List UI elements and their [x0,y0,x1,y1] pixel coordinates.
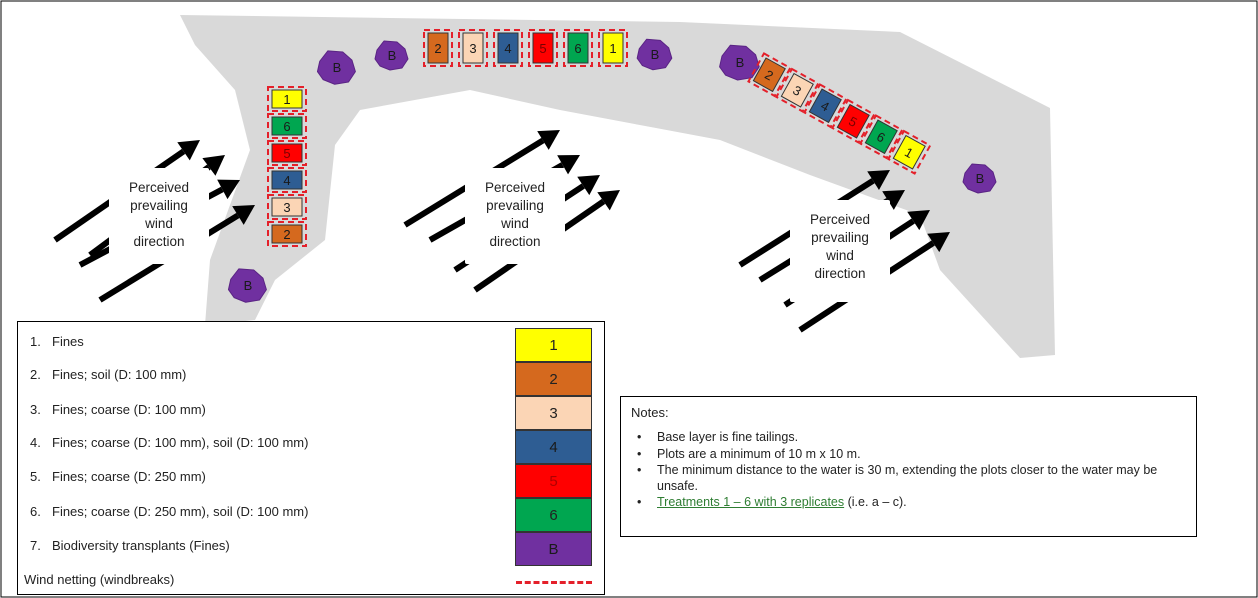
plot-label: 4 [283,173,290,188]
plot-6: 6 [267,113,307,139]
note-suffix: (i.e. a – c). [844,495,907,509]
plot-3: 3 [775,67,820,113]
wind-label-line: wind [500,216,529,231]
legend-item-5: 5.Fines; coarse (D: 250 mm) [30,469,206,484]
wind-label-line: direction [489,234,540,249]
plot-strip-left: 1 6 5 4 3 2 [267,86,307,247]
biodiversity-label: B [651,47,660,62]
swatch-4: 4 [515,430,592,464]
swatch-1: 1 [515,328,592,362]
wind-label-line: direction [814,266,865,281]
biodiversity-label: B [244,278,253,293]
swatch-3: 3 [515,396,592,430]
biodiversity-label: B [736,55,745,70]
biodiversity-label: B [333,60,342,75]
plot-strip-top: 2 3 4 5 6 1 [423,29,628,67]
plot-3: 3 [267,194,307,220]
wind-label-1: Perceived prevailing wind direction [109,168,209,264]
swatch-5: 5 [515,464,592,498]
plot-label: 3 [469,41,476,56]
wind-label-line: wind [825,248,854,263]
legend-item-wind-netting: Wind netting (windbreaks) [24,572,175,587]
plot-1: 1 [887,129,932,175]
notes-panel: Notes: Base layer is fine tailings. Plot… [620,396,1197,537]
legend-item-4: 4.Fines; coarse (D: 100 mm), soil (D: 10… [30,435,309,450]
legend-item-2: 2.Fines; soil (D: 100 mm) [30,367,187,382]
plot-label: 6 [283,119,290,134]
note-item: Plots are a minimum of 10 m x 10 m. [635,447,1180,463]
plot-2: 2 [267,221,307,247]
notes-title: Notes: [631,405,669,420]
plot-label: 1 [609,41,616,56]
wind-label-2: Perceived prevailing wind direction [465,168,565,264]
biodiversity-marker-5: B [962,163,997,194]
legend-item-6: 6.Fines; coarse (D: 250 mm), soil (D: 10… [30,504,309,519]
plot-2: 2 [423,29,453,67]
wind-label-line: Perceived [810,212,870,227]
plot-4: 4 [267,167,307,193]
wind-label-line: prevailing [811,230,869,245]
wind-labels: PerceivedprevailingwinddirectionPerceive… [109,168,890,302]
plot-label: 2 [434,41,441,56]
biodiversity-marker-2: B [374,40,409,71]
legend-item-3: 3.Fines; coarse (D: 100 mm) [30,402,206,417]
wind-label-line: direction [133,234,184,249]
note-item: Treatments 1 – 6 with 3 replicates (i.e.… [635,495,1180,511]
plot-3: 3 [458,29,488,67]
biodiversity-marker-3: B [636,38,673,71]
biodiversity-marker-1: B [316,50,356,85]
swatch-b: B [515,532,592,566]
biodiversity-marker-4: B [719,44,760,81]
wind-label-line: Perceived [129,180,189,195]
wind-label-line: wind [144,216,173,231]
plot-1: 1 [267,86,307,112]
plot-label: 4 [504,41,511,56]
plot-6: 6 [563,29,593,67]
legend-item-1: 1.Fines [30,334,84,349]
plot-label: 6 [574,41,581,56]
note-item: Base layer is fine tailings. [635,430,1180,446]
plot-label: 2 [283,227,290,242]
plot-label: 3 [283,200,290,215]
plot-label: 5 [283,146,290,161]
biodiversity-marker-6: B [227,268,267,303]
biodiversity-label: B [388,48,397,63]
treatments-link[interactable]: Treatments 1 – 6 with 3 replicates [657,495,845,509]
legend-panel: 1.Fines 2.Fines; soil (D: 100 mm) 3.Fine… [17,321,605,595]
wind-label-line: Perceived [485,180,545,195]
biodiversity-markers: B B B B B B [227,38,997,303]
swatch-6: 6 [515,498,592,532]
plot-5: 5 [528,29,558,67]
plot-6: 6 [859,114,904,160]
plot-1: 1 [598,29,628,67]
note-item: The minimum distance to the water is 30 … [635,463,1180,494]
legend-item-7: 7.Biodiversity transplants (Fines) [30,538,230,553]
plot-4: 4 [803,83,848,129]
plot-5: 5 [831,98,876,144]
plot-4: 4 [493,29,523,67]
notes-list: Base layer is fine tailings. Plots are a… [635,430,1180,512]
plot-label: 1 [283,92,290,107]
biodiversity-label: B [976,171,985,186]
swatch-windbreak [516,581,592,584]
wind-label-line: prevailing [130,198,188,213]
wind-label-line: prevailing [486,198,544,213]
swatch-2: 2 [515,362,592,396]
wind-label-3: Perceived prevailing wind direction [790,200,890,302]
plot-label: 5 [539,41,546,56]
plot-5: 5 [267,140,307,166]
